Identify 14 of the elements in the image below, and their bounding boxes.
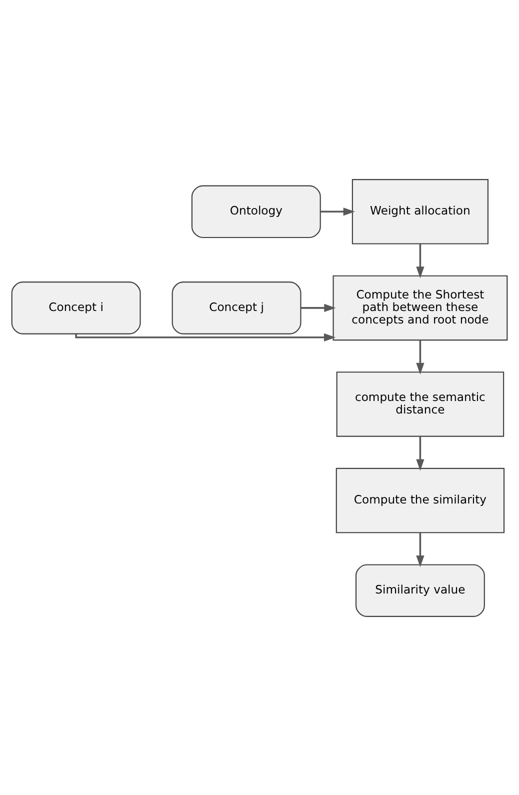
node-box: Compute the Shortest path between these concepts and root node xyxy=(332,274,508,340)
arrow xyxy=(416,340,424,374)
node-box: Similarity value xyxy=(355,564,485,616)
node-box: compute the semantic distance xyxy=(336,371,504,436)
node-box: Compute the similarity xyxy=(336,467,505,533)
node-box: Ontology xyxy=(191,184,321,238)
arrow xyxy=(416,244,424,278)
node-box: Concept i xyxy=(11,281,141,334)
node-box: Concept j xyxy=(172,281,302,334)
arrow xyxy=(320,207,355,216)
arrow xyxy=(416,532,424,567)
arrow xyxy=(416,436,424,470)
node-box: Weight allocation xyxy=(352,178,488,244)
arrow xyxy=(300,303,336,312)
